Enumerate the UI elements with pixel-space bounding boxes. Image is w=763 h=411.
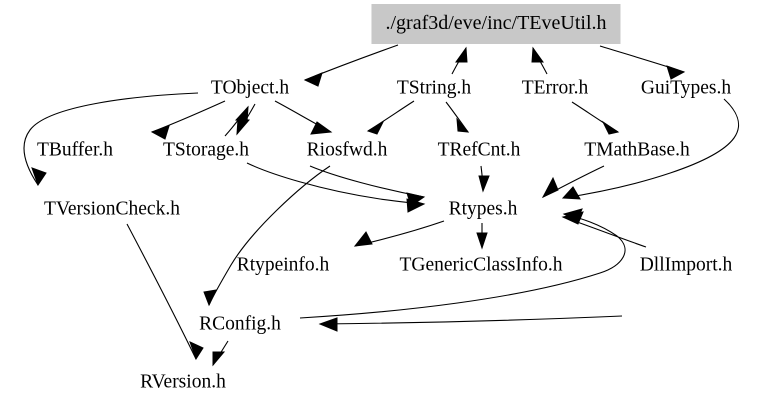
graph-edge <box>246 162 425 205</box>
graph-node-tgenericclassinfo[interactable]: TGenericClassInfo.h <box>399 254 563 276</box>
graph-edge-arrowhead <box>476 232 488 250</box>
graph-edge <box>208 165 331 306</box>
graph-node-riosfwd[interactable]: Riosfwd.h <box>306 139 388 161</box>
graph-edge-arrowhead <box>31 167 47 187</box>
graph-node-trefcnt[interactable]: TRefCnt.h <box>437 139 521 161</box>
graph-edge-arrowhead <box>666 65 686 80</box>
graph-edge <box>23 92 199 186</box>
graph-node-tstorage[interactable]: TStorage.h <box>162 139 250 161</box>
graph-node-terror[interactable]: TError.h <box>521 77 589 99</box>
graph-edge-arrowhead <box>150 125 170 140</box>
graph-node-rtypeinfo[interactable]: Rtypeinfo.h <box>236 254 330 276</box>
graph-edge-arrowhead <box>203 289 217 307</box>
graph-node-tbuffer[interactable]: TBuffer.h <box>36 139 114 161</box>
graph-edge <box>562 98 739 199</box>
graph-edge-arrowhead <box>561 186 581 200</box>
graph-edge-arrowhead <box>353 231 373 247</box>
graph-node-dllimport[interactable]: DllImport.h <box>639 254 733 276</box>
graph-edge <box>319 315 623 325</box>
graph-edge-arrowhead <box>189 341 204 361</box>
graph-edge-arrowhead <box>310 121 333 135</box>
graph-node-root[interactable]: ./graf3d/eve/inc/TEveUtil.h <box>371 4 621 44</box>
graph-node-rtypes[interactable]: Rtypes.h <box>448 198 518 220</box>
graph-edge-arrowhead <box>303 72 323 87</box>
graph-node-tmathbase[interactable]: TMathBase.h <box>584 139 690 161</box>
graph-edge <box>299 213 626 319</box>
graph-edge-arrowhead <box>456 117 470 133</box>
graph-edge-arrowhead <box>541 176 559 199</box>
graph-node-rversion[interactable]: RVersion.h <box>140 371 226 393</box>
graph-edge-arrowhead <box>478 175 490 193</box>
graph-edge <box>309 165 425 198</box>
graph-edge-arrowhead <box>601 120 620 135</box>
graph-edge <box>151 100 226 133</box>
graph-edge <box>126 223 197 360</box>
graph-node-guitypes[interactable]: GuiTypes.h <box>640 77 732 99</box>
graph-edge-arrowhead <box>562 208 583 222</box>
graph-edge-arrowhead <box>212 351 226 367</box>
graph-edge-arrowhead <box>366 120 385 135</box>
graph-edge-arrowhead <box>406 198 426 213</box>
graph-edge-arrowhead <box>455 46 468 63</box>
graph-edge-arrowhead <box>531 46 544 63</box>
graph-node-tobject[interactable]: TObject.h <box>210 77 290 99</box>
graph-node-tstring[interactable]: TString.h <box>396 77 472 99</box>
graph-node-rconfig[interactable]: RConfig.h <box>199 313 281 335</box>
graph-node-tversioncheck[interactable]: TVersionCheck.h <box>44 198 180 220</box>
graph-edge-arrowhead <box>236 118 251 136</box>
graph-edge-arrowhead <box>318 317 338 332</box>
